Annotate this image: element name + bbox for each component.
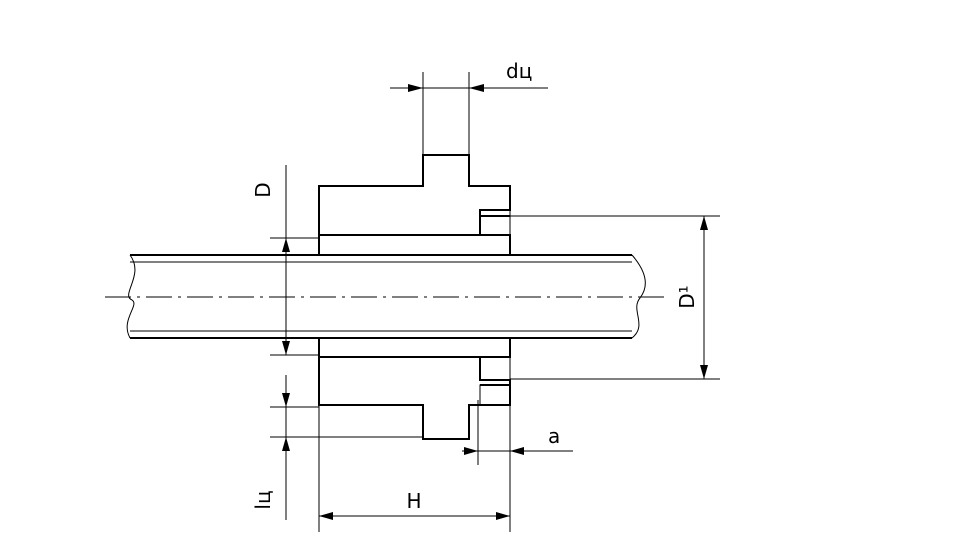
dimension-lu: lц: [251, 375, 423, 520]
label-a: a: [548, 424, 560, 448]
label-du: dц: [506, 59, 532, 83]
dimension-a: a: [462, 400, 573, 465]
dimension-D1: D¹: [510, 215, 720, 380]
upper-hub-section: [318, 154, 511, 256]
dimension-du: dц: [390, 59, 548, 155]
label-D1: D¹: [675, 285, 699, 308]
label-D: D: [251, 182, 275, 197]
lower-hub-section: [318, 337, 511, 440]
label-lu: lц: [251, 490, 275, 509]
dimension-H: H: [318, 405, 511, 532]
label-H: H: [406, 489, 421, 513]
dimension-D: D: [251, 165, 319, 356]
